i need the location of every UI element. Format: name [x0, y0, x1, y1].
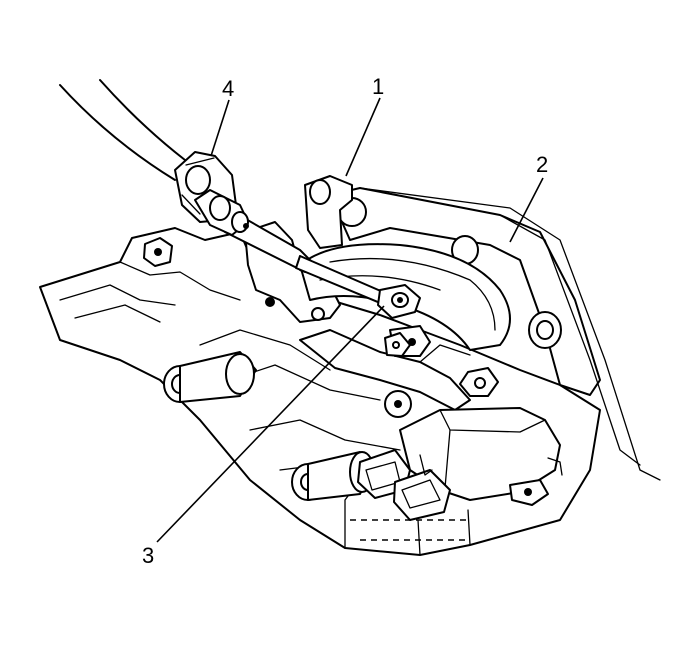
cable-connector-icon: [174, 151, 249, 236]
park-neutral-switch-icon: [357, 407, 563, 521]
callout-1: 1: [372, 74, 384, 99]
cable-end-stud-icon: [377, 284, 421, 319]
callout-3: 3: [142, 543, 154, 568]
leader-lines: [156, 97, 544, 543]
callout-4: 4: [222, 76, 234, 101]
housing-bosses: [163, 351, 412, 501]
fastener-icons: [143, 237, 411, 357]
side-cover-icon: [329, 187, 661, 481]
callout-2: 2: [536, 152, 548, 177]
